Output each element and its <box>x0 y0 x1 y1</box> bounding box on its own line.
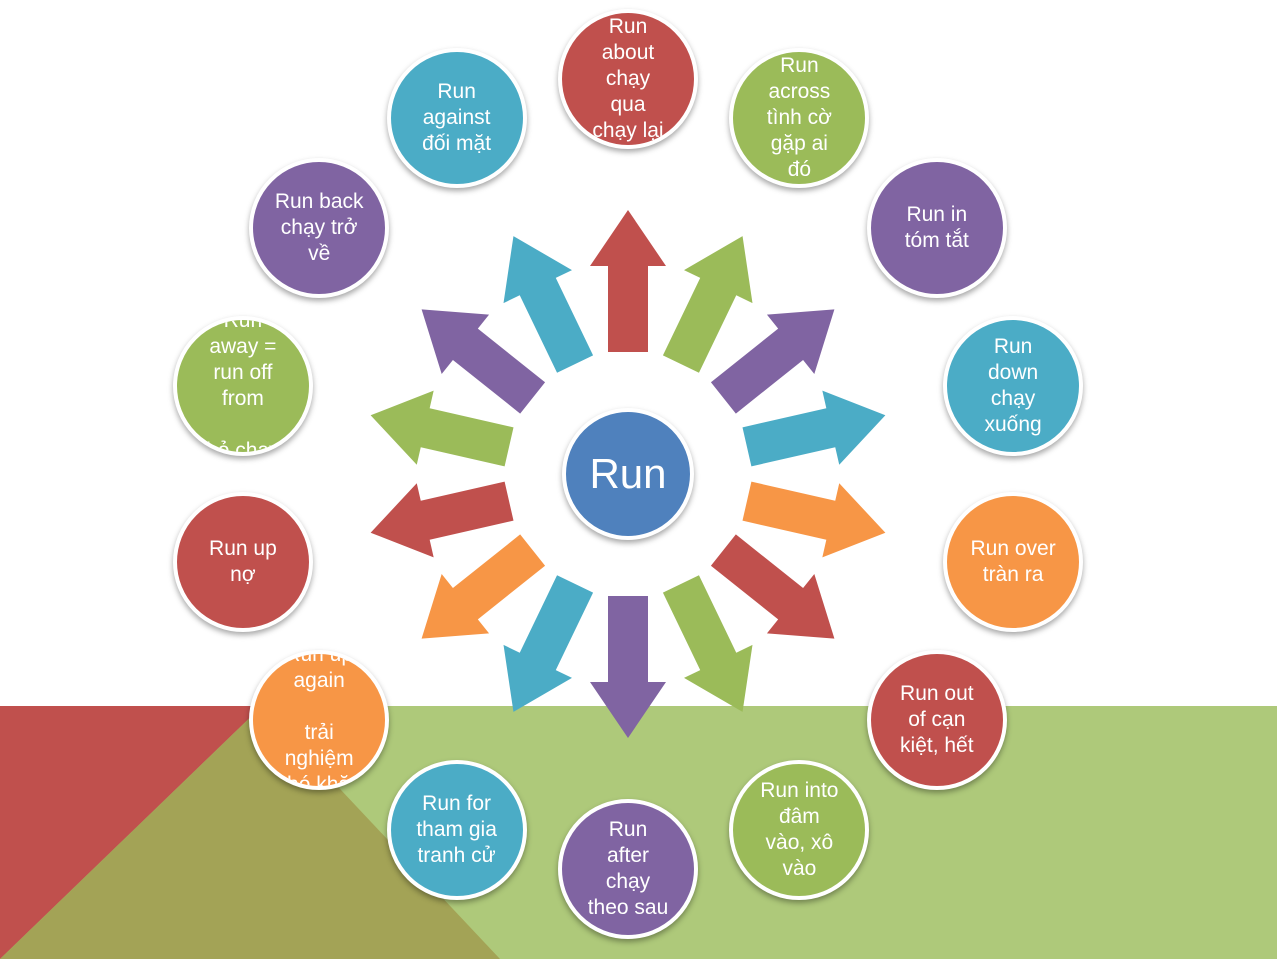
node-circle-14: Run against đối mặt <box>386 48 527 189</box>
node-label: Run for tham gia tranh cử <box>416 791 497 867</box>
node-circle-12: Run away = run off from bỏ chạy <box>172 316 313 457</box>
arrow-5 <box>742 481 886 558</box>
node-label: Run out of cạn kiệt, hết <box>900 682 974 758</box>
arrow-7 <box>662 575 753 712</box>
node-circle-8: Run after chạy theo sau <box>558 799 698 939</box>
arrow-4 <box>742 390 886 467</box>
node-circle-10: Run up again trải nghiệm khó khăn <box>249 650 390 791</box>
node-label: Run back chạy trở về <box>274 189 364 265</box>
node-label: Run across tình cờ gặp ai đó <box>766 54 832 182</box>
node-label: Run about chạy qua chạy lại <box>592 15 664 142</box>
node-label: Run after chạy theo sau <box>587 818 669 919</box>
arrow-ring <box>370 210 886 738</box>
center-label: Run <box>589 450 667 497</box>
node-label: Run up again trải nghiệm khó khăn <box>276 650 362 791</box>
arrow-10 <box>421 534 546 639</box>
node-circle-2: Run across tình cờ gặp ai đó <box>729 48 870 189</box>
node-circle-3: Run in tóm tắt <box>866 157 1007 298</box>
arrow-2 <box>662 236 753 373</box>
node-label: Run over tràn ra <box>970 536 1056 586</box>
node-circle-1: Run about chạy qua chạy lại <box>558 9 698 149</box>
arrow-14 <box>503 236 594 373</box>
node-circle-6: Run out of cạn kiệt, hết <box>866 650 1007 791</box>
arrow-8 <box>590 596 666 738</box>
node-label: Run away = run off from bỏ chạy <box>206 316 280 457</box>
arrow-3 <box>710 309 835 414</box>
node-circle-13: Run back chạy trở về <box>249 157 390 298</box>
arrow-9 <box>503 575 594 712</box>
background-olive-triangle <box>0 706 500 959</box>
arrow-13 <box>421 309 546 414</box>
node-circle-9: Run for tham gia tranh cử <box>386 759 527 900</box>
arrow-11 <box>370 481 514 558</box>
node-circle-7: Run into đâm vào, xô vào <box>729 759 870 900</box>
center-node: Run <box>562 408 694 540</box>
node-label: Run against đối mặt <box>422 80 492 156</box>
arrow-12 <box>370 390 514 467</box>
node-label: Run up nợ <box>209 536 277 586</box>
node-circle-11: Run up nợ <box>172 491 313 632</box>
node-label: Run into đâm vào, xô vào <box>760 778 839 880</box>
arrow-6 <box>710 534 835 639</box>
node-label: Run in tóm tắt <box>904 202 969 252</box>
arrow-1 <box>590 210 666 352</box>
node-circle-4: Run down chạy xuống <box>943 316 1084 457</box>
node-label: Run down chạy xuống <box>984 335 1042 437</box>
node-circle-5: Run over tràn ra <box>943 491 1084 632</box>
